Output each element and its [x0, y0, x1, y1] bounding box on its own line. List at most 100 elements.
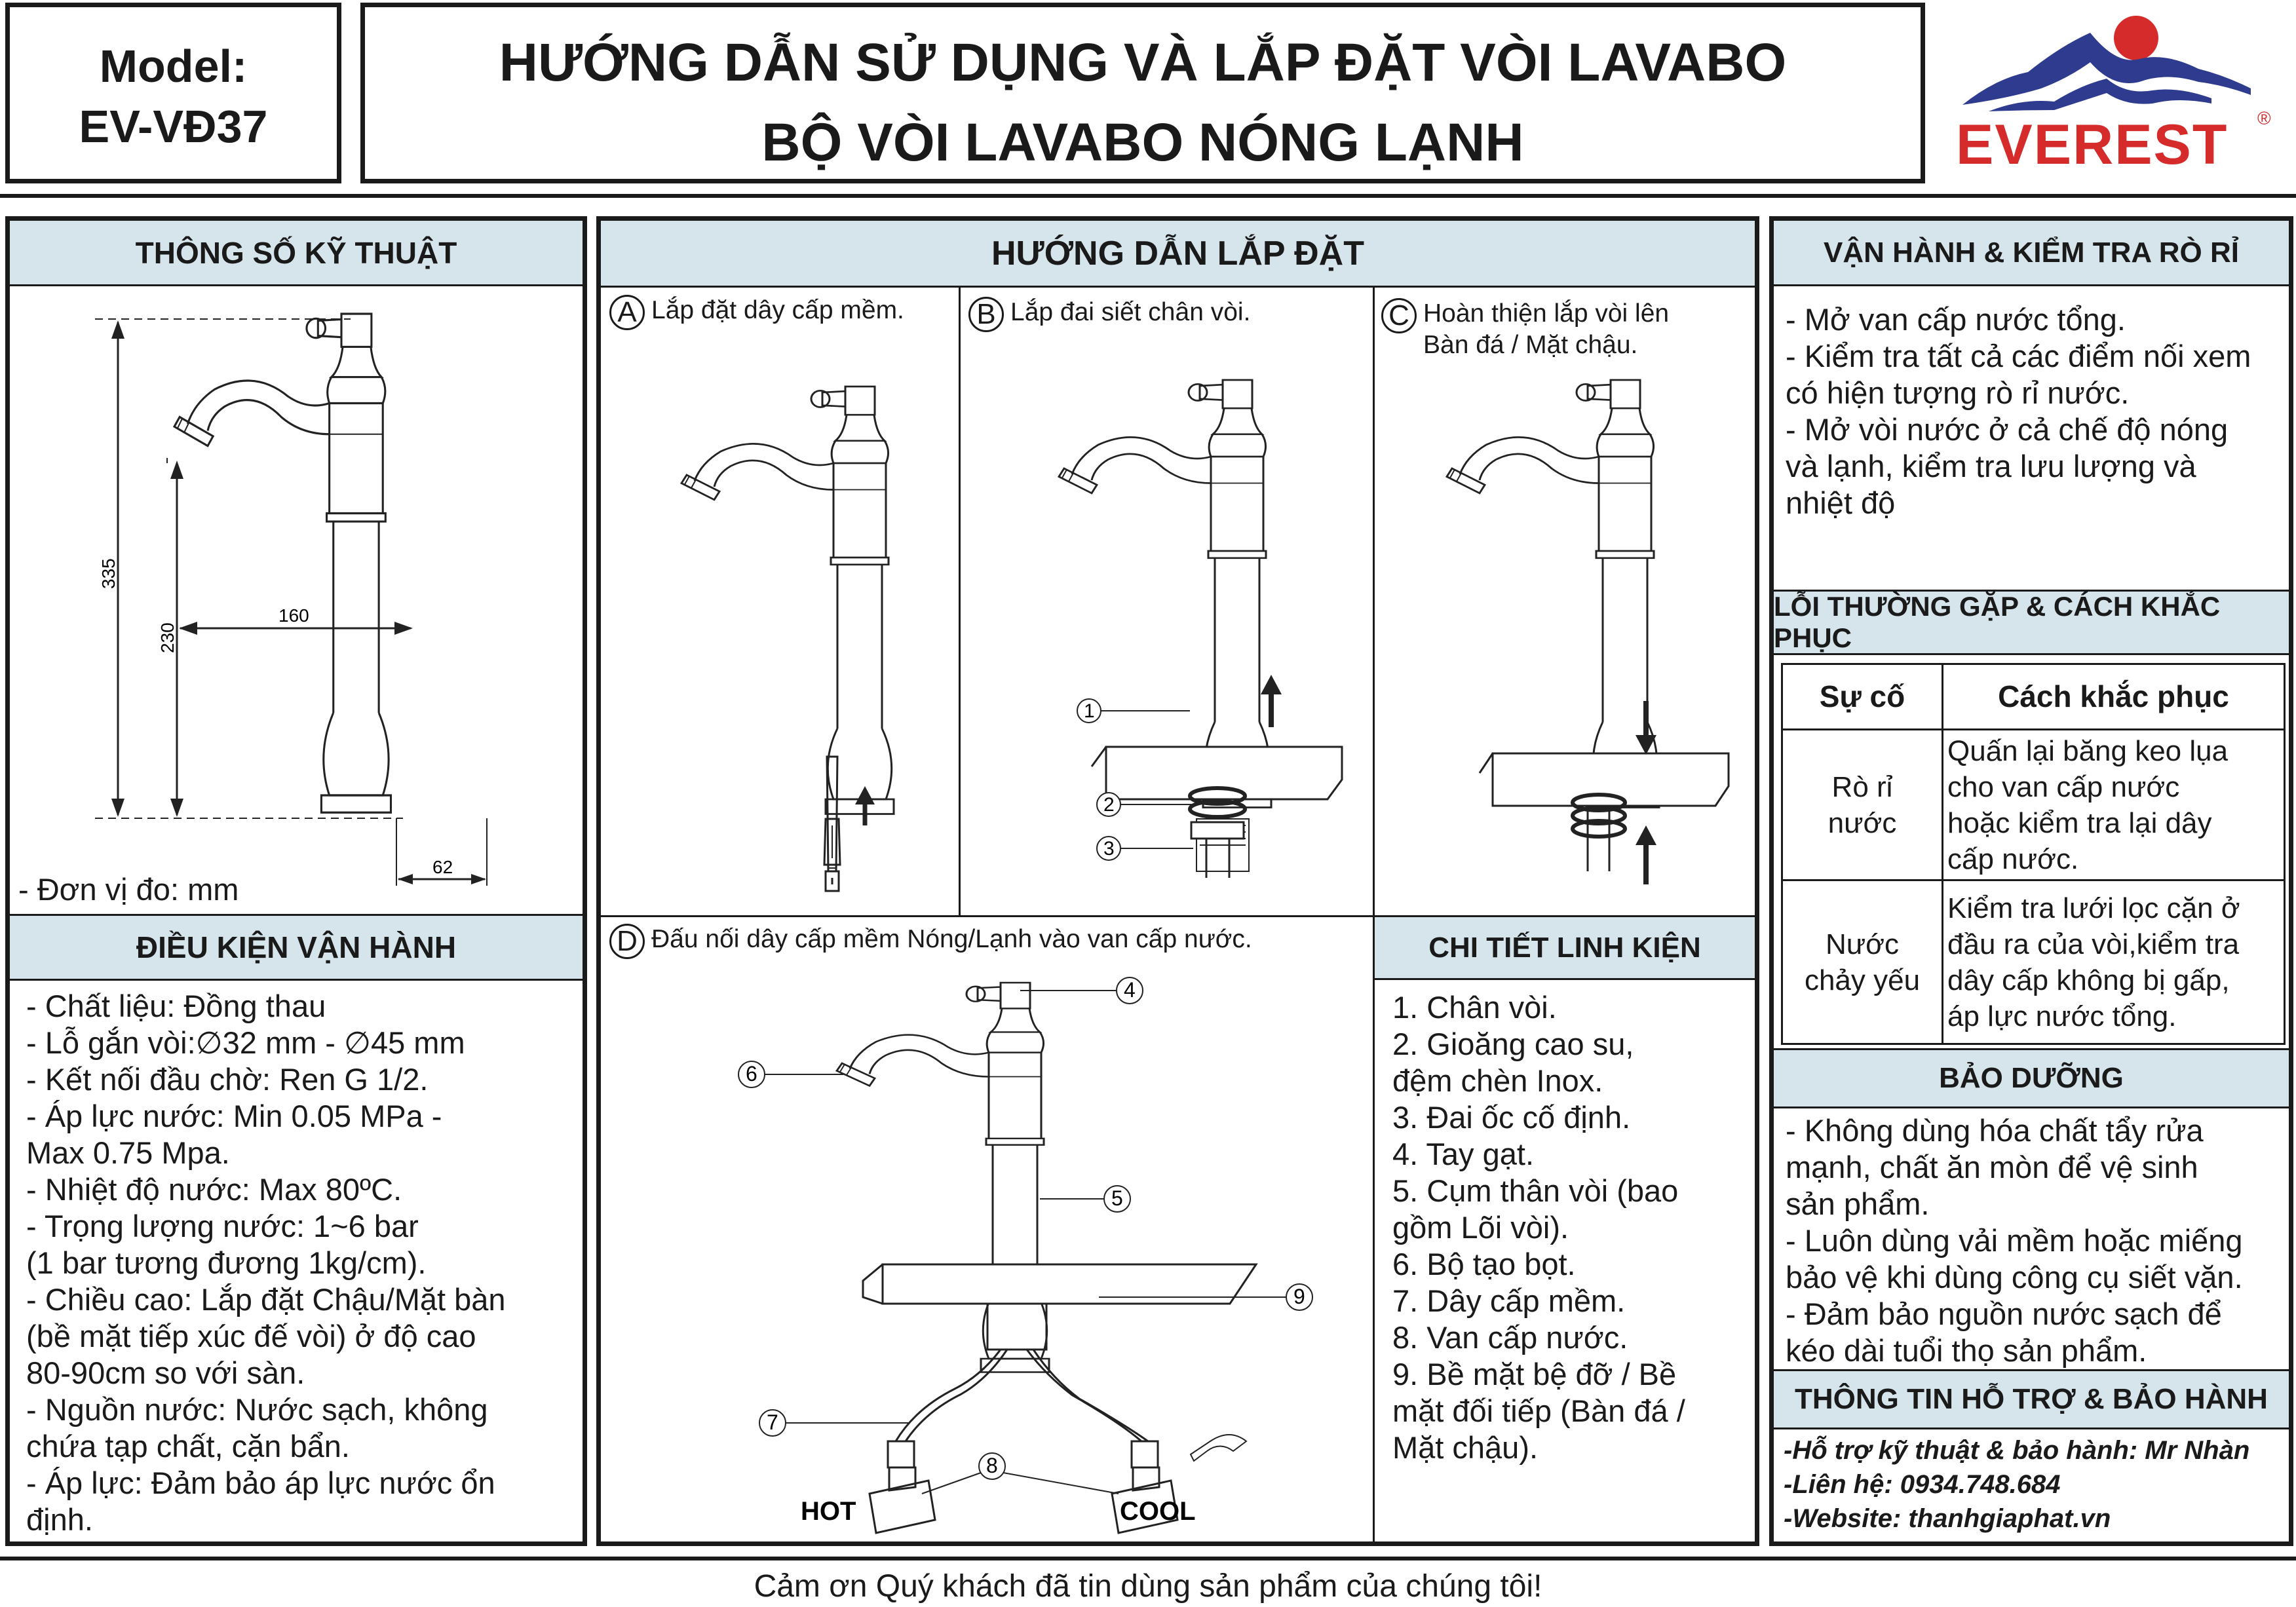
parts-line: 9. Bề mặt bệ đỡ / Bề [1392, 1357, 1677, 1391]
callout-3: 3 [1103, 838, 1115, 860]
cool-label: COOL [1120, 1497, 1196, 1526]
fix-line: hoặc kiểm tra lại dây [1947, 806, 2212, 839]
maintenance-line: - Đảm bảo nguồn nước sạch để [1786, 1296, 2222, 1331]
maintenance-line: mạnh, chất ăn mòn để vệ sinh [1786, 1150, 2198, 1184]
middle-panel [596, 216, 1759, 1546]
parts-line: 2. Gioăng cao su, [1392, 1027, 1634, 1061]
callout-8: 8 [986, 1454, 998, 1477]
step-a: A Lắp đặt dây cấp mềm. [609, 295, 904, 330]
step-c-text-2: Bàn đá / Mặt chậu. [1423, 331, 1638, 359]
fix-cell: Quấn lại băng keo lụa cho van cấp nước h… [1942, 728, 2286, 881]
support-info: -Hỗ trợ kỹ thuật & bảo hành: Mr Nhàn -Li… [1784, 1433, 2249, 1536]
parts-title: CHI TIẾT LINH KIỆN [1428, 931, 1701, 964]
conditions-line: - Chất liệu: Đồng thau [26, 989, 326, 1023]
operation-line: - Kiểm tra tất cả các điểm nối xem [1786, 339, 2251, 373]
operation-line: - Mở van cấp nước tổng. [1786, 302, 2126, 337]
fix-line: đầu ra của vòi,kiểm tra [1947, 928, 2240, 960]
callout-6: 6 [746, 1062, 757, 1086]
brand-registered-mark: ® [2257, 108, 2271, 128]
header-divider [0, 194, 2296, 198]
conditions-line: - Lỗ gắn vòi:∅32 mm - ∅45 mm [26, 1025, 465, 1060]
right-panel [1769, 216, 2293, 1546]
model-box: Model: EV-VĐ37 [5, 3, 341, 183]
conditions-line: - Áp lực: Đảm bảo áp lực nước ổn [26, 1465, 495, 1500]
install-title: HƯỚNG DẪN LẮP ĐẶT [991, 234, 1364, 273]
callout-2: 2 [1103, 794, 1115, 816]
support-title: THÔNG TIN HỖ TRỢ & BẢO HÀNH [1795, 1383, 2268, 1415]
fix-line: Kiểm tra lưới lọc cặn ở [1947, 892, 2240, 924]
parts-line: đệm chèn Inox. [1392, 1063, 1603, 1098]
col-issue-header: Sự cố [1781, 663, 1943, 730]
brand-name: EVEREST [1956, 113, 2228, 176]
troubleshoot-title: LỖI THƯỜNG GẶP & CÁCH KHẮC PHỤC [1774, 591, 2221, 653]
maintenance-header: BẢO DƯỠNG [1774, 1048, 2289, 1108]
col-fix-header: Cách khắc phục [1942, 663, 2286, 730]
callout-1: 1 [1084, 700, 1095, 722]
everest-logo: EVEREST ® [1949, 7, 2287, 183]
parts-line: 3. Đai ốc cố định. [1392, 1100, 1631, 1135]
conditions-header: ĐIỀU KIỆN VẬN HÀNH [10, 914, 583, 981]
conditions-line: chứa tạp chất, cặn bẩn. [26, 1429, 350, 1464]
conditions-line: - Chiều cao: Lắp đặt Chậu/Mặt bàn [26, 1282, 506, 1317]
operation-header: VẬN HÀNH & KIỂM TRA RÒ RỈ [1774, 221, 2289, 286]
fix-line: Quấn lại băng keo lụa [1947, 734, 2229, 767]
operation-line: - Mở vòi nước ở cả chế độ nóng [1786, 412, 2229, 447]
maintenance-line: - Luôn dùng vải mềm hoặc miếng [1786, 1223, 2243, 1258]
specs-diagram: 335 230 160 62 [95, 312, 488, 886]
issue-line: chảy yếu [1804, 964, 1921, 996]
step-d: D Đấu nối dây cấp mềm Nóng/Lạnh vào van … [609, 924, 1252, 959]
model-code: EV-VĐ37 [79, 101, 268, 152]
maintenance-line: sản phẩm. [1786, 1186, 1930, 1221]
fix-line: áp lực nước tổng. [1947, 1000, 2177, 1032]
parts-line: 5. Cụm thân vòi (bao [1392, 1173, 1679, 1208]
step-d-text: Đấu nối dây cấp mềm Nóng/Lạnh vào van cấ… [651, 925, 1252, 953]
step-c: C Hoàn thiện lắp vòi lên Bàn đá / Mặt ch… [1381, 298, 1669, 361]
maintenance-line: bảo vệ khi dùng công cụ siết vặn. [1786, 1260, 2243, 1295]
page-title: HƯỚNG DẪN SỬ DỤNG VÀ LẮP ĐẶT VÒI LAVABO [499, 33, 1787, 92]
maintenance-line: kéo dài tuổi thọ sản phẩm. [1786, 1333, 2147, 1368]
parts-header: CHI TIẾT LINH KIỆN [1375, 917, 1755, 980]
dim-230-label: 230 [157, 622, 178, 653]
fix-cell: Kiểm tra lưới lọc cặn ở đầu ra của vòi,k… [1942, 879, 2286, 1045]
conditions-line: - Kết nối đầu chờ: Ren G 1/2. [26, 1062, 429, 1097]
parts-line: gồm Lõi vòi). [1392, 1210, 1569, 1245]
callout-9: 9 [1293, 1285, 1305, 1308]
operation-line: có hiện tượng rò rỉ nước. [1786, 375, 2130, 410]
issue-cell: Rò rỉ nước [1781, 728, 1943, 881]
footer-divider [0, 1557, 2296, 1560]
callout-4: 4 [1124, 978, 1136, 1002]
parts-line: 8. Van cấp nước. [1392, 1320, 1628, 1355]
footer-thanks: Cảm ơn Quý khách đã tin dùng sản phẩm củ… [754, 1569, 1542, 1604]
parts-line: 4. Tay gạt. [1392, 1137, 1534, 1171]
conditions-line: - Nhiệt độ nước: Max 80ºC. [26, 1172, 402, 1207]
step-c-drawing [1445, 379, 1730, 884]
step-c-badge: C [1381, 298, 1417, 333]
title-box: HƯỚNG DẪN SỬ DỤNG VÀ LẮP ĐẶT VÒI LAVABO … [360, 3, 1925, 183]
operation-title: VẬN HÀNH & KIỂM TRA RÒ RỈ [1824, 236, 2239, 269]
step-b-text: Lắp đai siết chân vòi. [1010, 298, 1251, 326]
issue-line: Nước [1825, 928, 1900, 960]
parts-line: Mặt chậu). [1392, 1430, 1539, 1465]
conditions-line: (1 bar tương đương 1kg/cm). [26, 1245, 427, 1280]
maintenance-line: - Không dùng hóa chất tẩy rửa [1786, 1113, 2204, 1148]
issue-line: nước [1827, 806, 1897, 839]
conditions-line: Max 0.75 Mpa. [26, 1135, 230, 1170]
conditions-list: - Chất liệu: Đồng thau - Lỗ gắn vòi:∅32 … [26, 988, 506, 1538]
step-d-badge: D [609, 924, 645, 959]
conditions-line: 80-90cm so với sàn. [26, 1355, 305, 1390]
step-b-drawing: 1 2 3 [1058, 379, 1343, 878]
conditions-line: - Áp lực nước: Min 0.05 MPa - [26, 1099, 442, 1133]
step-d-drawing: HOT COOL 4 5 6 7 8 9 [738, 977, 1313, 1534]
dim-335-label: 335 [98, 558, 119, 589]
support-contact-person: -Hỗ trợ kỹ thuật & bảo hành: Mr Nhàn [1784, 1436, 2250, 1465]
conditions-line: - Nguồn nước: Nước sạch, không [26, 1392, 488, 1427]
unit-note: - Đơn vị đo: mm [18, 872, 239, 907]
issue-cell: Nước chảy yếu [1781, 879, 1943, 1045]
parts-line: mặt đối tiếp (Bàn đá / [1392, 1393, 1685, 1428]
fix-line: cấp nước. [1947, 842, 2079, 875]
dim-62-label: 62 [432, 857, 453, 877]
page-subtitle: BỘ VÒI LAVABO NÓNG LẠNH [761, 113, 1524, 172]
support-phone: -Liên hệ: 0934.748.684 [1784, 1470, 2061, 1499]
conditions-title: ĐIỀU KIỆN VẬN HÀNH [136, 930, 457, 964]
parts-line: 6. Bộ tạo bọt. [1392, 1247, 1576, 1281]
